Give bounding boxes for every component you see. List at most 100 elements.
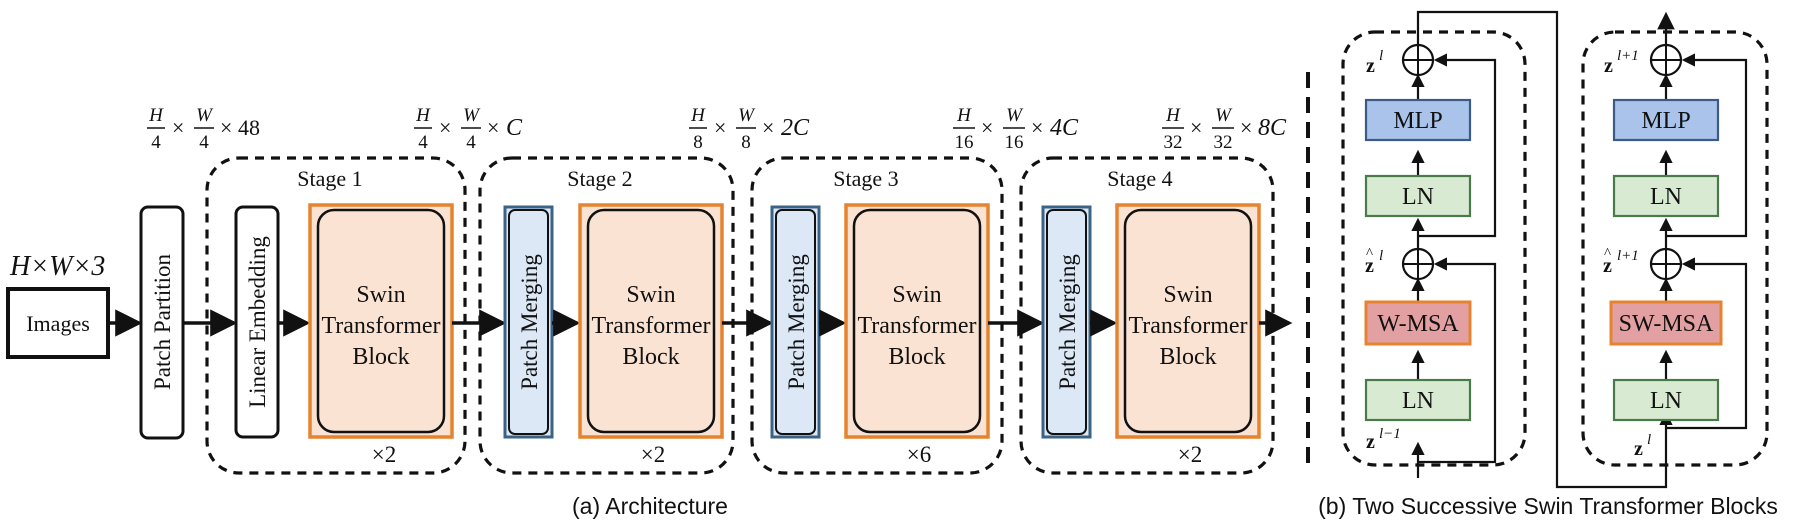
ln1-label-b2: LN — [1650, 388, 1682, 414]
stage-1-container — [205, 156, 467, 475]
stage-1-label: Stage 1 — [297, 166, 362, 191]
svg-text:^: ^ — [1366, 246, 1373, 262]
svg-text:×: × — [220, 115, 232, 140]
caption-blocks: (b) Two Successive Swin Transformer Bloc… — [1318, 493, 1778, 519]
mlp-box-b1 — [1364, 98, 1472, 142]
mlp-label-b1: MLP — [1393, 108, 1442, 134]
block1-container — [1341, 30, 1527, 467]
stage-3-repeat: ×6 — [907, 442, 931, 467]
svg-text:Block: Block — [888, 344, 945, 370]
svg-text:l+1: l+1 — [1617, 248, 1639, 264]
swin-block-stage4: Swin Transformer Block — [1115, 203, 1261, 439]
patch-partition-label: Patch Partition — [150, 253, 175, 390]
svg-text:H: H — [690, 105, 706, 126]
svg-text:Transformer: Transformer — [857, 313, 976, 339]
svg-text:H: H — [148, 105, 164, 126]
svg-text:4: 4 — [199, 132, 209, 153]
stage-3-container — [750, 156, 1004, 475]
svg-text:×: × — [714, 115, 726, 140]
residual-b2-1 — [1666, 257, 1748, 430]
svg-text:32: 32 — [1164, 132, 1183, 153]
svg-text:l: l — [1379, 48, 1383, 64]
svg-text:H: H — [415, 105, 431, 126]
dim-label-input: H 4 × W 4 × 48 — [147, 105, 260, 153]
svg-text:W: W — [1006, 105, 1024, 126]
link-between-blocks — [1416, 10, 1668, 489]
linear-embedding-label: Linear Embedding — [245, 236, 270, 408]
swin-block-stage2: Swin Transformer Block — [578, 203, 724, 439]
svg-text:16: 16 — [1005, 132, 1024, 153]
ln2-box-b2 — [1612, 174, 1720, 218]
svg-text:8: 8 — [741, 132, 751, 153]
svg-text:H: H — [956, 105, 972, 126]
svg-text:Swin: Swin — [356, 282, 405, 308]
svg-text:2C: 2C — [781, 115, 810, 141]
images-label: Images — [26, 311, 90, 336]
svg-text:Swin: Swin — [892, 282, 941, 308]
z-label-b2-in: z l — [1634, 432, 1651, 460]
svg-text:8: 8 — [693, 132, 703, 153]
svg-text:×: × — [439, 115, 451, 140]
svg-text:W: W — [463, 105, 481, 126]
svg-text:×: × — [981, 115, 993, 140]
patch-merging-stage4: Patch Merging — [1041, 205, 1092, 439]
ln2-box-b1 — [1364, 174, 1472, 218]
z-label-b1-in: z l−1 — [1366, 426, 1401, 453]
svg-text:×: × — [1240, 115, 1252, 140]
add-node-b1-mid — [1401, 247, 1435, 281]
svg-text:4: 4 — [466, 132, 476, 153]
stage-4-label: Stage 4 — [1107, 166, 1172, 191]
residual-b1-2 — [1418, 53, 1497, 238]
ln1-box-b2 — [1612, 378, 1720, 422]
svg-text:Patch Merging: Patch Merging — [517, 254, 542, 390]
stage-4-container — [1019, 156, 1275, 475]
svg-text:32: 32 — [1214, 132, 1233, 153]
stage-4-repeat: ×2 — [1178, 442, 1202, 467]
z-hat-label-b1: z ^ l — [1365, 246, 1383, 277]
caption-architecture: (a) Architecture — [572, 493, 728, 519]
svg-text:Transformer: Transformer — [321, 313, 440, 339]
wmsa-box — [1364, 300, 1472, 346]
svg-text:×: × — [762, 115, 774, 140]
svg-text:C: C — [506, 115, 523, 141]
dim-label-stage2: H 8 × W 8 × 2C — [689, 105, 810, 153]
ln2-label-b1: LN — [1402, 184, 1434, 210]
mlp-box-b2 — [1612, 98, 1720, 142]
svg-text:z: z — [1365, 255, 1374, 277]
input-dim-label: H×W×3 — [9, 251, 105, 282]
stage-3-label: Stage 3 — [833, 166, 898, 191]
dim-label-stage1: H 4 × W 4 × C — [414, 105, 523, 153]
svg-text:z: z — [1634, 438, 1643, 460]
svg-text:4C: 4C — [1050, 115, 1079, 141]
add-node-b1-top — [1401, 43, 1435, 77]
svg-text:×: × — [1190, 115, 1202, 140]
ln1-label-b1: LN — [1402, 388, 1434, 414]
svg-text:×: × — [172, 115, 184, 140]
stage-2-repeat: ×2 — [641, 442, 665, 467]
residual-b1-1 — [1418, 257, 1497, 464]
svg-text:l−1: l−1 — [1379, 426, 1401, 442]
svg-text:48: 48 — [238, 115, 260, 140]
svg-text:Patch Merging: Patch Merging — [1055, 254, 1080, 390]
svg-text:Block: Block — [352, 344, 409, 370]
swmsa-label: SW-MSA — [1619, 311, 1714, 337]
svg-text:Patch Merging: Patch Merging — [784, 254, 809, 390]
svg-text:4: 4 — [418, 132, 428, 153]
images-box — [6, 287, 110, 359]
add-node-b2-mid — [1649, 247, 1683, 281]
svg-text:Block: Block — [622, 344, 679, 370]
svg-text:4: 4 — [151, 132, 161, 153]
svg-text:Transformer: Transformer — [1128, 313, 1247, 339]
svg-text:Block: Block — [1159, 344, 1216, 370]
svg-text:Transformer: Transformer — [591, 313, 710, 339]
svg-text:z: z — [1604, 55, 1613, 77]
stage-2-label: Stage 2 — [567, 166, 632, 191]
patch-merging-stage3: Patch Merging — [770, 205, 821, 439]
z-label-b1-top: z l — [1366, 48, 1383, 77]
swmsa-box — [1609, 300, 1723, 346]
svg-text:×: × — [1031, 115, 1043, 140]
stage-1-repeat: ×2 — [372, 442, 396, 467]
svg-text:z: z — [1366, 431, 1375, 453]
ln2-label-b2: LN — [1650, 184, 1682, 210]
